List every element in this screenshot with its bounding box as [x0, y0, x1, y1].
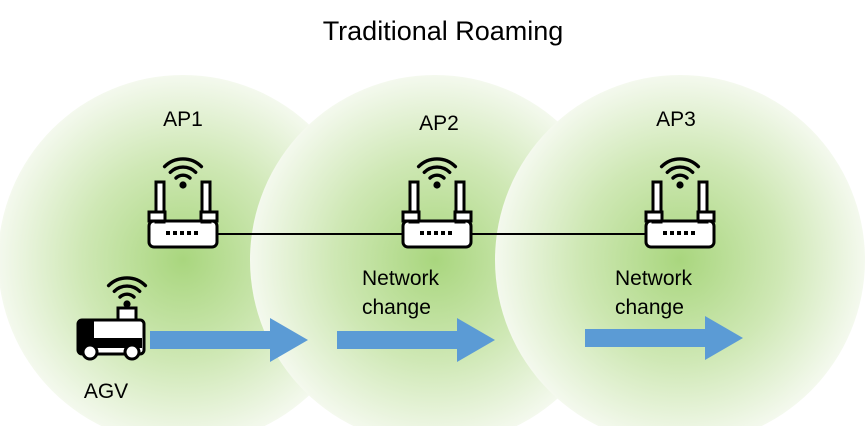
diagram-title: Traditional Roaming: [323, 16, 564, 46]
network-change-label-2: Network: [615, 267, 693, 290]
ap2-label: AP2: [419, 112, 459, 135]
agv-vehicle-icon: [76, 306, 146, 361]
network-change-label-1: Network: [362, 267, 440, 290]
agv-label: AGV: [84, 380, 128, 403]
ap1-label: AP1: [163, 108, 203, 131]
network-change-label-2b: change: [615, 296, 684, 319]
ap3-label: AP3: [656, 108, 696, 131]
network-change-label-1b: change: [362, 296, 431, 319]
